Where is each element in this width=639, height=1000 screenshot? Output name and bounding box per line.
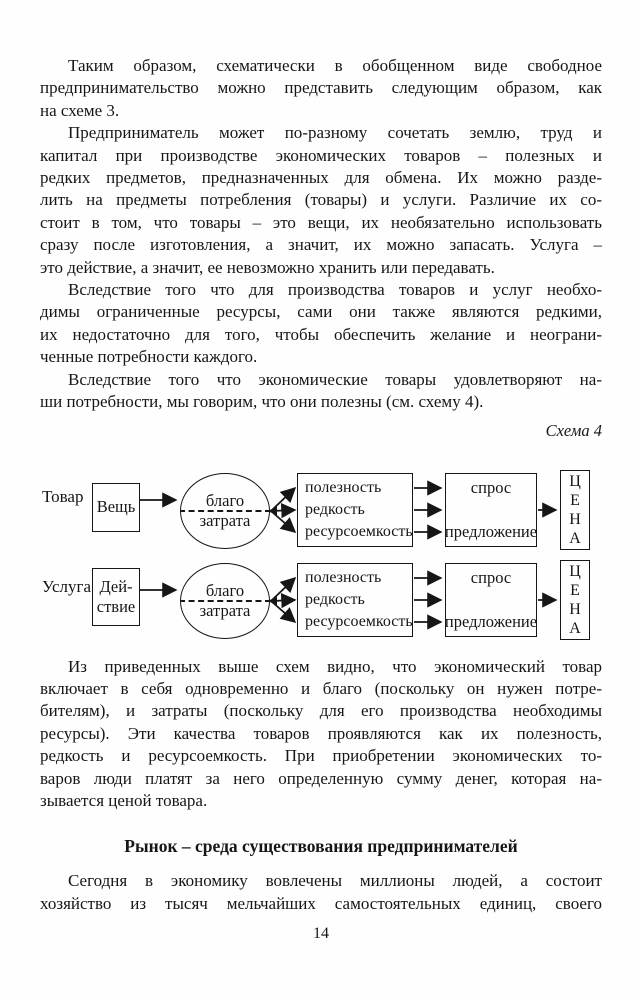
benefit-cost-ellipse: благо затрата (180, 562, 270, 639)
benefit-label: благо (205, 490, 245, 510)
market-box: спрос предложение (444, 472, 538, 547)
quality-label: ресурсоемкость (305, 612, 413, 630)
text-line: Сегодня в экономику вовлечены миллионы л… (68, 871, 602, 891)
text-line: зывается ценой товара. (40, 790, 208, 810)
price-label: Ц Е Н А (569, 562, 581, 637)
scheme-caption: Схема 4 (545, 420, 602, 440)
text-line: Таким образом, схематически в обобщенном… (68, 56, 602, 75)
price-box: Ц Е Н А (560, 469, 590, 550)
text-line: ши потребности, мы говорим, что они поле… (40, 392, 484, 412)
arrow-right-icon (538, 501, 558, 518)
text-line: Из приведенных выше схем видно, что экон… (68, 656, 602, 676)
form-box: Вещь (92, 482, 140, 532)
text-line: димы ограниченные ресурсы, сами они такж… (40, 302, 602, 322)
text-line: сразу после изготовления, а значит, их м… (40, 235, 602, 255)
text-line: лить на предметы потребления (товары) и … (40, 190, 602, 210)
paragraph: Вследствие того что экономические товары… (40, 369, 602, 414)
benefit-label: благо (205, 580, 245, 600)
scheme-4-diagram: Товар Вещь благо затрата (40, 456, 602, 644)
category-label: Услуга (42, 576, 92, 596)
text-line: варов люди платят за него определенную с… (40, 768, 602, 788)
paragraph: Сегодня в экономику вовлечены миллионы л… (40, 870, 602, 915)
paragraph: Из приведенных выше схем видно, что экон… (40, 656, 602, 813)
demand-label: спрос (470, 477, 512, 497)
paragraph: Предприниматель может по-разному сочетат… (40, 122, 602, 279)
diagram-row-goods: Товар Вещь благо затрата (40, 468, 602, 554)
triple-arrow-icon (414, 479, 443, 540)
category-label: Товар (42, 486, 84, 506)
text-line: Вследствие того что для производства тов… (68, 280, 602, 300)
paragraph: Вследствие того что для производства тов… (40, 279, 602, 369)
quality-label: полезность (305, 568, 382, 586)
text-line: Предприниматель может по-разному сочетат… (68, 123, 602, 143)
text-line: стоит в том, что товары – это вещи, их н… (40, 212, 602, 232)
triple-arrow-icon (414, 569, 443, 630)
text-line: капитал при производстве экономических т… (40, 145, 602, 165)
diagram-row-services: Услуга Дей- ствие благо затрата (40, 558, 602, 644)
quality-label: редкость (305, 500, 365, 518)
quality-label: редкость (305, 590, 365, 608)
text-line: ченные потребности каждого. (40, 347, 258, 367)
text-line: бителям), и затраты (поскольку для его п… (40, 701, 602, 721)
text-line: их недостаточно для того, чтобы обеспечи… (40, 324, 602, 344)
text-line: на схеме 3. (40, 100, 120, 120)
fan-arrows-icon (268, 486, 297, 533)
text-line: предпринимательство можно представить сл… (40, 78, 602, 98)
dashed-divider (181, 599, 269, 602)
text-line: ресурсы). Эти качества товаров проявляют… (40, 723, 602, 743)
demand-label: спрос (470, 567, 512, 587)
cost-label: затрата (199, 510, 251, 530)
dashed-divider (181, 509, 269, 512)
form-box: Дей- ствие (92, 567, 140, 626)
page-number: 14 (313, 925, 329, 943)
qualities-box: полезность редкость ресурсоемкость (297, 472, 413, 547)
arrow-right-icon (140, 491, 178, 508)
arrow-right-icon (140, 581, 178, 598)
benefit-cost-ellipse: благо затрата (180, 472, 270, 549)
price-box: Ц Е Н А (560, 559, 590, 640)
text-line: включает в себя одновременно и благо (по… (40, 678, 602, 698)
section-heading: Рынок – среда существования предпринимат… (124, 836, 518, 857)
fan-arrows-icon (268, 576, 297, 623)
text-line: Вследствие того что экономические товары… (68, 369, 602, 389)
cost-label: затрата (199, 600, 251, 620)
text-line: редких предметов, предназначенных для об… (40, 168, 602, 188)
text-line: редкость и ресурсоемкость. При приобрете… (40, 746, 602, 766)
supply-label: предложение (444, 521, 538, 541)
text-line: это действие, а значит, ее невозможно хр… (40, 257, 495, 277)
qualities-box: полезность редкость ресурсоемкость (297, 562, 413, 637)
supply-label: предложение (444, 611, 538, 631)
quality-label: ресурсоемкость (305, 522, 413, 540)
price-label: Ц Е Н А (569, 472, 581, 547)
quality-label: полезность (305, 478, 382, 496)
form-label: Вещь (96, 497, 136, 516)
form-label: Дей- ствие (96, 576, 136, 616)
page-content: Таким образом, схематически в обобщенном… (40, 55, 602, 943)
market-box: спрос предложение (444, 562, 538, 637)
text-line: хозяйство из тысяч мельчайших самостояте… (40, 893, 602, 913)
arrow-right-icon (538, 591, 558, 608)
paragraph: Таким образом, схематически в обобщенном… (40, 55, 602, 122)
